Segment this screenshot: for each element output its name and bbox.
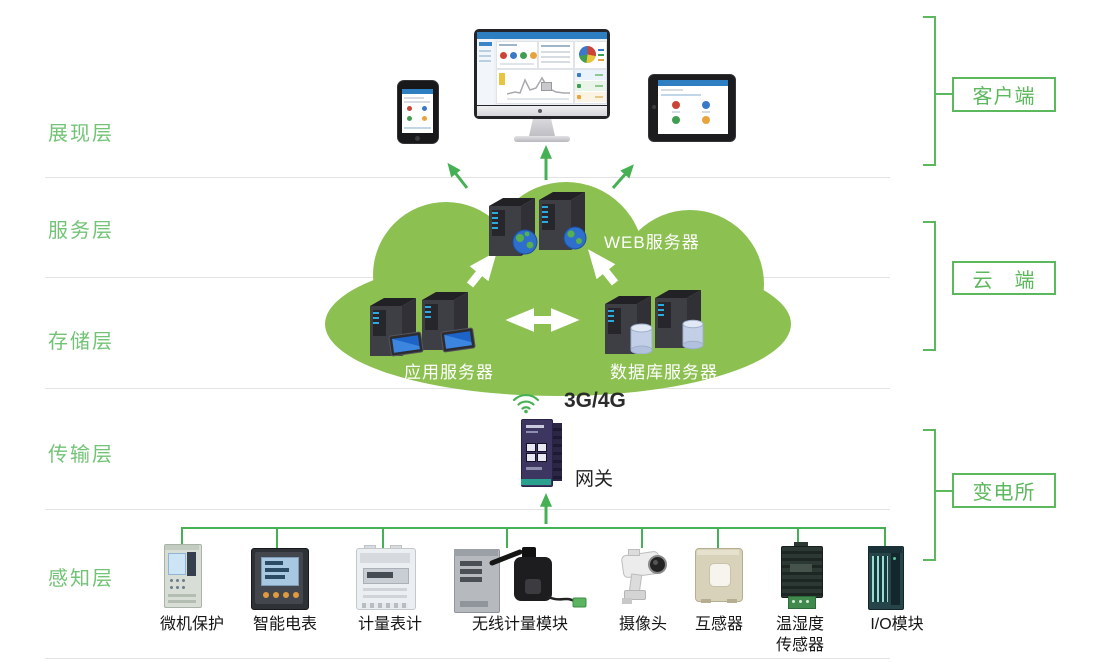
arrow-db-to-web-icon	[588, 249, 619, 286]
web-server-label: WEB服务器	[604, 233, 700, 252]
device-label: 无线计量模块	[471, 616, 568, 633]
bracket-substation	[923, 429, 936, 561]
temp-humidity-sensor-icon	[778, 542, 824, 609]
bus-line	[181, 527, 886, 548]
layer-label-service: 服务层	[48, 220, 114, 242]
app-monitor-icon	[440, 327, 476, 353]
cloud-to-client-arrows	[447, 145, 634, 189]
gateway-label: 网关	[575, 469, 614, 490]
app-server-label: 应用服务器	[404, 363, 494, 382]
wifi-icon	[512, 393, 540, 414]
globe-icon	[512, 229, 538, 255]
device-label: 微机保护	[159, 616, 224, 633]
db-server-icon	[605, 290, 704, 354]
line-chart-icon	[507, 76, 570, 95]
app-monitor-icon	[388, 331, 424, 357]
layer-label-transmission: 传输层	[48, 444, 114, 466]
smart-meter-icon	[251, 548, 309, 610]
clamp-lever-icon	[489, 549, 523, 566]
layer-label-presentation: 展现层	[48, 123, 114, 145]
current-transformer-icon	[695, 548, 743, 603]
camera-icon	[616, 547, 668, 607]
din-meter-icon	[356, 545, 416, 610]
device-label: I/O模块	[870, 616, 924, 633]
pie-chart-icon	[579, 46, 596, 63]
database-cylinder-icon	[682, 319, 704, 350]
network-label: 3G/4G	[564, 389, 626, 412]
io-module-icon	[866, 544, 906, 610]
clamp-cable-icon	[547, 595, 577, 604]
app-server-icon	[370, 292, 476, 357]
tablet-icon	[648, 74, 736, 142]
monitor-icon	[474, 29, 610, 144]
apple-logo-icon	[538, 109, 542, 113]
divider-line	[45, 509, 890, 510]
arrow-to-tablet-icon	[611, 164, 634, 189]
phone-icon	[397, 80, 439, 144]
arrow-to-phone-icon	[447, 162, 469, 189]
layer-label-storage: 存储层	[48, 331, 114, 353]
device-label: 计量表计	[357, 616, 422, 633]
group-box-client: 客户端	[952, 77, 1056, 112]
device-label: 摄像头	[618, 616, 667, 633]
divider-line	[45, 177, 890, 178]
gateway-icon	[517, 415, 567, 489]
globe-icon	[563, 226, 587, 250]
group-brackets	[923, 16, 952, 561]
device-label: 温湿度传感器	[775, 616, 824, 654]
divider-line	[45, 658, 890, 659]
cloud-internal-arrows	[466, 249, 619, 332]
group-box-cloud: 云 端	[952, 261, 1056, 295]
micro-protection-icon	[164, 544, 202, 608]
database-cylinder-icon	[630, 323, 653, 354]
db-server-label: 数据库服务器	[610, 363, 718, 382]
bracket-client	[923, 16, 936, 166]
arrow-to-gateway-icon	[540, 493, 552, 524]
green-connector-icon	[572, 597, 587, 608]
web-server-icon	[489, 192, 587, 256]
layer-label-perception: 感知层	[48, 568, 114, 590]
wireless-metering-module-icon	[452, 543, 588, 615]
group-box-substation: 变电所	[952, 473, 1056, 508]
device-label: 互感器	[694, 616, 743, 633]
bracket-cloud	[923, 221, 936, 351]
device-label: 智能电表	[252, 616, 317, 633]
arrow-app-to-web-icon	[466, 251, 497, 288]
